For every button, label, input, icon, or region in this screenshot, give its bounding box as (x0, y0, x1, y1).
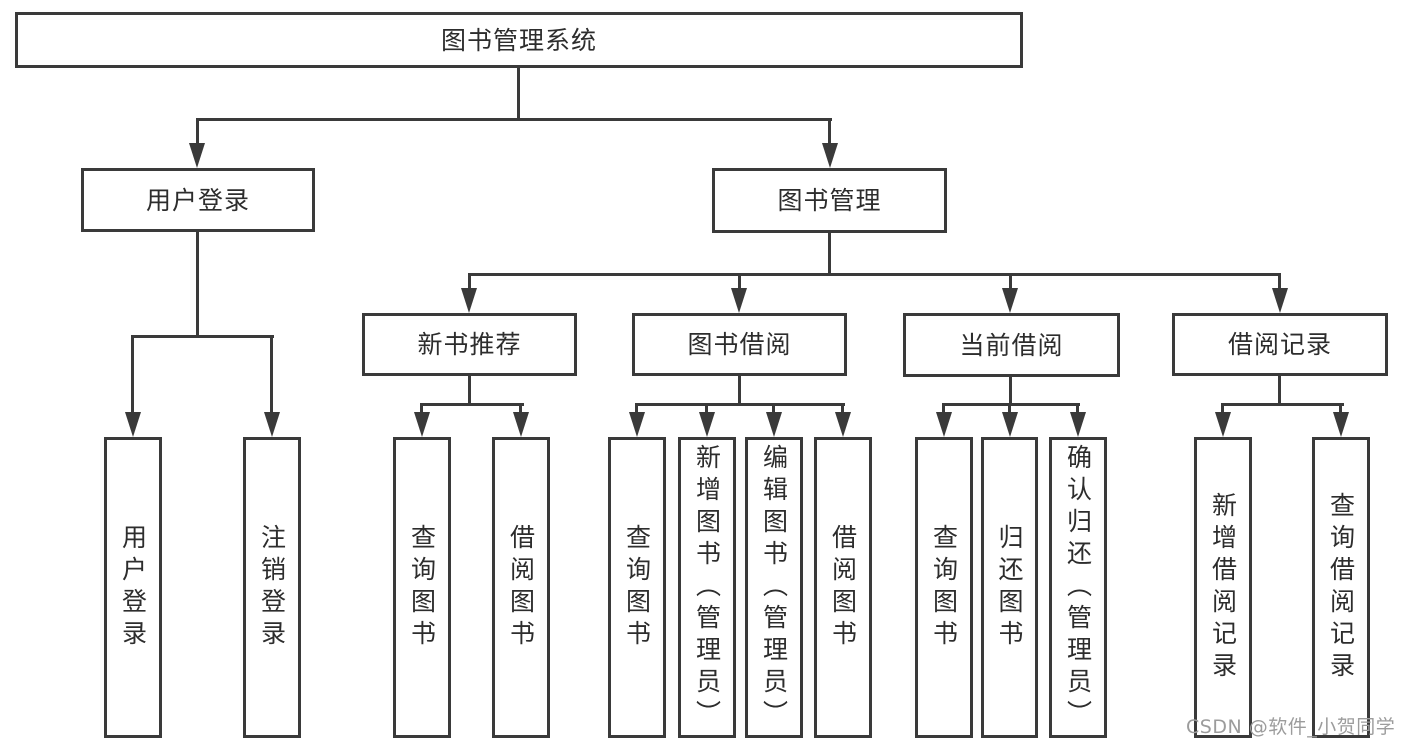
leaf-add-books-admin: 新增图书（管理员） (678, 437, 736, 738)
arrowhead (125, 412, 141, 437)
connector-line (635, 403, 638, 416)
connector-line (517, 68, 520, 121)
connector-line (828, 233, 831, 276)
node-user-login: 用户登录 (81, 168, 315, 232)
connector-line (1221, 403, 1344, 406)
connector-line (738, 273, 741, 291)
connector-line (772, 403, 775, 416)
connector-line (519, 403, 522, 416)
arrowhead (1002, 288, 1018, 313)
arrowhead (414, 412, 430, 437)
leaf-confirm-return-admin: 确认归还（管理员） (1049, 437, 1107, 738)
node-new-book-recommend: 新书推荐 (362, 313, 577, 376)
connector-line (131, 335, 274, 338)
arrowhead (629, 412, 645, 437)
connector-line (196, 118, 832, 121)
connector-line (196, 118, 199, 146)
connector-line (270, 335, 273, 415)
connector-line (468, 273, 471, 291)
connector-line (1278, 376, 1281, 406)
arrowhead (731, 288, 747, 313)
connector-line (196, 232, 199, 338)
leaf-logout: 注销登录 (243, 437, 301, 738)
node-library-system: 图书管理系统 (15, 12, 1023, 68)
leaf-add-borrow-record: 新增借阅记录 (1194, 437, 1252, 738)
node-book-borrow: 图书借阅 (632, 313, 847, 376)
connector-line (1339, 403, 1342, 416)
leaf-return-books: 归还图书 (981, 437, 1038, 738)
connector-line (1008, 403, 1011, 416)
arrowhead (264, 412, 280, 437)
arrowhead (699, 412, 715, 437)
connector-line (468, 376, 471, 406)
leaf-query-books-borrow: 查询图书 (608, 437, 666, 738)
arrowhead (513, 412, 529, 437)
leaf-query-borrow-record: 查询借阅记录 (1312, 437, 1370, 738)
connector-line (705, 403, 708, 416)
connector-line (420, 403, 524, 406)
arrowhead (766, 412, 782, 437)
leaf-user-login: 用户登录 (104, 437, 162, 738)
arrowhead (1002, 412, 1018, 437)
arrowhead (1333, 412, 1349, 437)
connector-line (468, 273, 1281, 276)
connector-line (828, 118, 831, 146)
leaf-borrow-books-recommend: 借阅图书 (492, 437, 550, 738)
node-book-management: 图书管理 (712, 168, 947, 233)
connector-line (738, 376, 741, 406)
leaf-query-books-recommend: 查询图书 (393, 437, 451, 738)
arrowhead (189, 143, 205, 168)
leaf-edit-books-admin: 编辑图书（管理员） (745, 437, 803, 738)
connector-line (635, 403, 845, 406)
connector-line (1009, 377, 1012, 406)
connector-line (1009, 273, 1012, 291)
arrowhead (1215, 412, 1231, 437)
node-borrow-records: 借阅记录 (1172, 313, 1388, 376)
connector-line (841, 403, 844, 416)
node-current-borrow: 当前借阅 (903, 313, 1120, 377)
connector-line (1278, 273, 1281, 291)
arrowhead (822, 143, 838, 168)
arrowhead (1272, 288, 1288, 313)
arrowhead (1070, 412, 1086, 437)
leaf-borrow-books: 借阅图书 (814, 437, 872, 738)
connector-line (1221, 403, 1224, 416)
connector-line (131, 335, 134, 415)
connector-line (942, 403, 945, 416)
connector-line (1076, 403, 1079, 416)
leaf-query-books-current: 查询图书 (915, 437, 973, 738)
arrowhead (936, 412, 952, 437)
csdn-watermark: CSDN @软件_小贺同学 (1186, 716, 1396, 738)
connector-line (942, 403, 1080, 406)
arrowhead (461, 288, 477, 313)
arrowhead (835, 412, 851, 437)
connector-line (420, 403, 423, 416)
